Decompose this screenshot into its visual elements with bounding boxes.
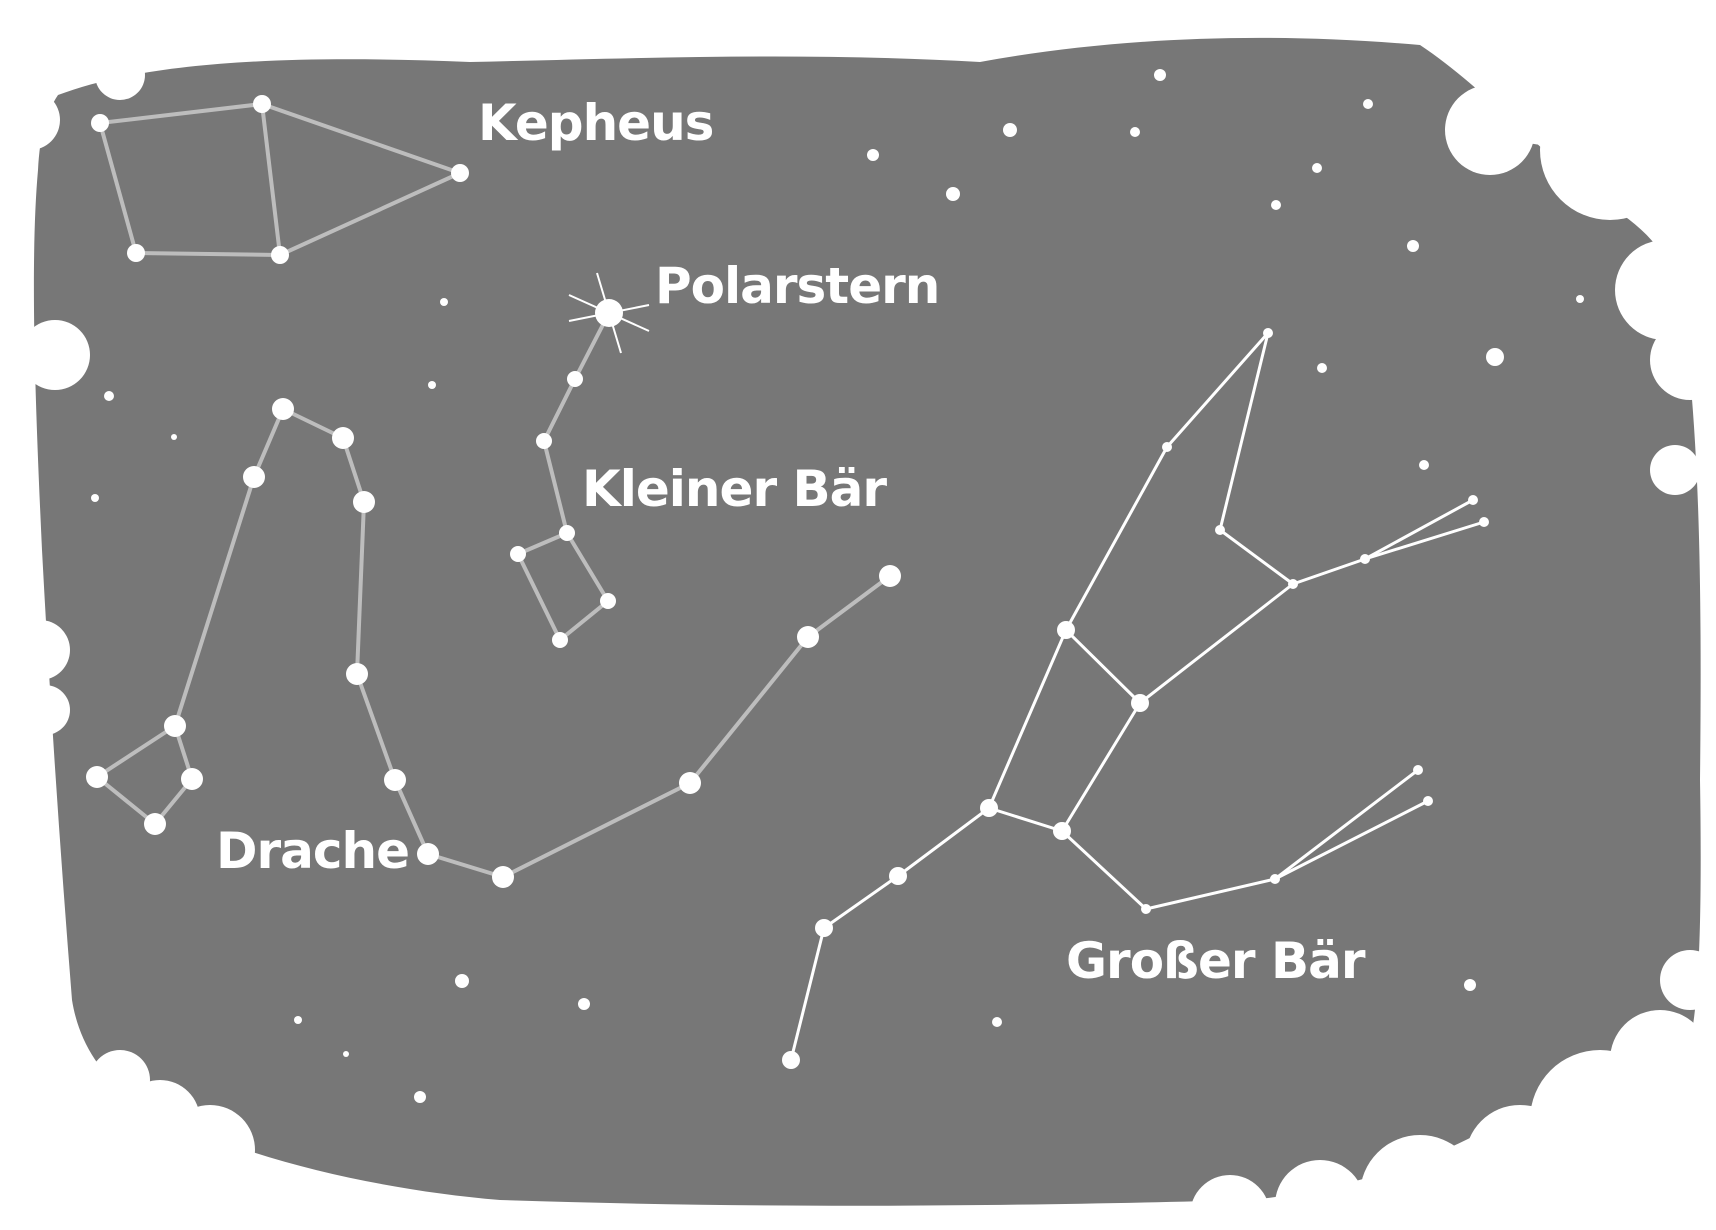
star-drache xyxy=(86,766,108,788)
background-star xyxy=(1130,127,1140,137)
star-grosser xyxy=(1413,765,1423,775)
star-grosser xyxy=(889,867,907,885)
star-kleiner xyxy=(536,433,552,449)
star-grosser xyxy=(1141,904,1151,914)
label-kleiner-baer: Kleiner Bär xyxy=(582,460,887,518)
background-star xyxy=(91,494,99,502)
background-star xyxy=(1003,123,1017,137)
background-star xyxy=(428,381,436,389)
background-star xyxy=(294,1016,302,1024)
star-drache xyxy=(797,626,819,648)
star-kepheus xyxy=(91,114,109,132)
star-drache xyxy=(492,866,514,888)
frame-blob xyxy=(1445,85,1535,175)
background-star xyxy=(867,149,879,161)
background-star xyxy=(1464,979,1476,991)
background-star xyxy=(440,298,448,306)
background-star xyxy=(946,187,960,201)
polaris-star xyxy=(595,299,623,327)
star-drache xyxy=(353,491,375,513)
star-kleiner xyxy=(567,371,583,387)
background-star xyxy=(1363,99,1373,109)
background-star xyxy=(455,974,469,988)
star-kleiner xyxy=(600,593,616,609)
star-kleiner xyxy=(559,525,575,541)
frame-blob xyxy=(1610,1010,1710,1110)
star-drache xyxy=(679,772,701,794)
star-kleiner xyxy=(510,546,526,562)
star-grosser xyxy=(1468,495,1478,505)
background-star xyxy=(414,1091,426,1103)
star-grosser xyxy=(980,799,998,817)
label-polarstern: Polarstern xyxy=(655,257,939,315)
background-star xyxy=(1312,163,1322,173)
frame-blob xyxy=(20,320,90,390)
frame-blob xyxy=(1540,80,1680,220)
label-drache: Drache xyxy=(216,822,409,880)
star-grosser xyxy=(1479,517,1489,527)
star-drache xyxy=(243,466,265,488)
label-kepheus: Kepheus xyxy=(478,94,713,152)
star-grosser xyxy=(815,919,833,937)
background-star xyxy=(992,1017,1002,1027)
star-drache xyxy=(181,768,203,790)
star-grosser xyxy=(1053,822,1071,840)
star-drache xyxy=(272,398,294,420)
frame-blob xyxy=(0,90,60,150)
star-grosser xyxy=(1057,621,1075,639)
sky-area xyxy=(34,38,1701,1206)
star-drache xyxy=(384,769,406,791)
constellation-line-kepheus xyxy=(136,253,280,255)
frame-blob xyxy=(90,1050,150,1110)
background-star xyxy=(578,998,590,1010)
star-grosser xyxy=(782,1051,800,1069)
star-drache xyxy=(332,427,354,449)
star-drache xyxy=(164,715,186,737)
star-kepheus xyxy=(271,246,289,264)
star-grosser xyxy=(1423,796,1433,806)
star-kepheus xyxy=(451,164,469,182)
star-drache xyxy=(879,565,901,587)
background-star xyxy=(171,434,177,440)
frame-blob xyxy=(20,685,70,735)
background-star xyxy=(1154,69,1166,81)
star-grosser xyxy=(1288,579,1298,589)
star-drache xyxy=(346,663,368,685)
background-star xyxy=(1576,295,1584,303)
star-drache xyxy=(417,843,439,865)
frame-blob xyxy=(95,50,145,100)
label-grosser-baer: Großer Bär xyxy=(1066,932,1366,990)
star-kepheus xyxy=(253,95,271,113)
star-grosser xyxy=(1131,694,1149,712)
star-grosser xyxy=(1162,442,1172,452)
background-star xyxy=(343,1051,349,1057)
background-star xyxy=(1407,240,1419,252)
star-kepheus xyxy=(127,244,145,262)
star-grosser xyxy=(1270,874,1280,884)
star-grosser xyxy=(1360,554,1370,564)
background-star xyxy=(1419,460,1429,470)
background-star xyxy=(1317,363,1327,373)
background-star xyxy=(1486,348,1504,366)
star-grosser xyxy=(1263,328,1273,338)
frame-blob xyxy=(10,620,70,680)
star-drache xyxy=(144,813,166,835)
frame-blob xyxy=(1650,445,1700,495)
star-kleiner xyxy=(552,632,568,648)
background-star xyxy=(1271,200,1281,210)
frame-blob xyxy=(1465,1105,1575,1215)
background-star xyxy=(104,391,114,401)
star-grosser xyxy=(1215,525,1225,535)
